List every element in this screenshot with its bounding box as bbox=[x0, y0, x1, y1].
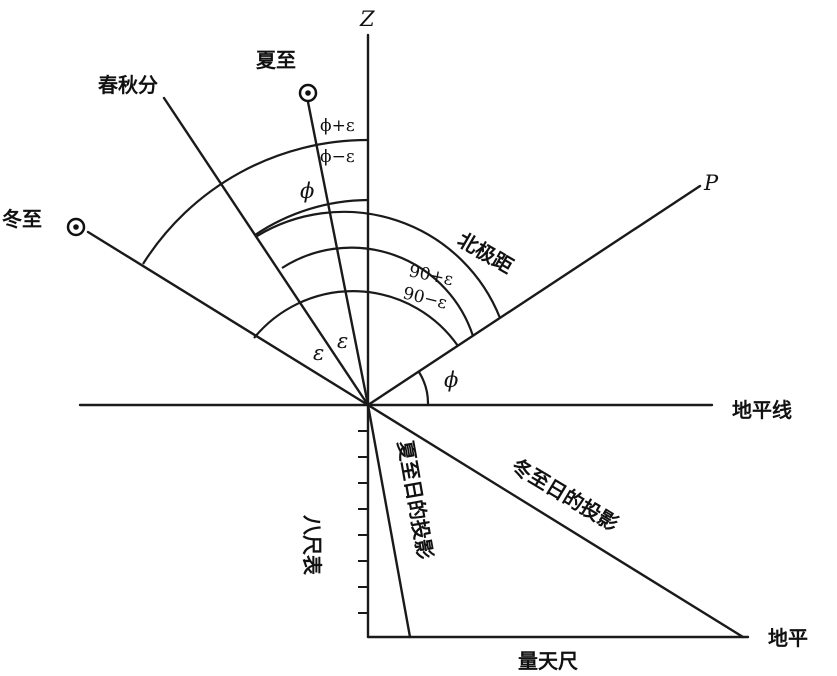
arc-phi bbox=[254, 198, 369, 236]
arc-phi-plus-eps bbox=[142, 138, 369, 265]
arc-ninety-plus-eps bbox=[281, 246, 475, 337]
sun-icon-winter bbox=[66, 217, 86, 237]
zenith-label: Z bbox=[359, 7, 375, 31]
angle-eps-left: ε bbox=[313, 341, 324, 365]
polar-axis-line bbox=[366, 184, 702, 407]
angle-phi-plus-eps: ϕ+ε bbox=[320, 116, 355, 136]
sun-icon-summer bbox=[298, 83, 318, 103]
arc-phi-lower bbox=[418, 371, 430, 406]
summer-solstice-label: 夏至 bbox=[256, 48, 296, 72]
equinox-label: 春秋分 bbox=[97, 73, 158, 97]
summer-shadow-ray bbox=[366, 403, 412, 639]
angle-phi-minus-eps: ϕ−ε bbox=[320, 147, 355, 167]
winter-solstice-label: 冬至 bbox=[2, 207, 42, 231]
arc-ninety-minus-eps bbox=[253, 290, 459, 347]
summer-solstice-ray bbox=[306, 100, 370, 407]
pole-label: P bbox=[703, 171, 719, 195]
horizon-line-label: 地平线 bbox=[732, 398, 792, 422]
angle-phi-upper: ϕ bbox=[300, 179, 314, 203]
equinox-ray bbox=[162, 96, 370, 407]
angle-phi-lower: ϕ bbox=[444, 368, 458, 392]
winter-shadow-ray bbox=[366, 403, 745, 639]
ground-label: 地平 bbox=[768, 626, 808, 650]
gnomon-scale-ticks bbox=[358, 430, 368, 614]
winter-shadow-label: 冬至日的投影 bbox=[507, 454, 622, 536]
gnomon-label: 八尺表 bbox=[300, 515, 324, 576]
summer-shadow-label: 夏至日的投影 bbox=[393, 439, 437, 561]
angle-eps-right: ε bbox=[337, 329, 348, 353]
scale-label: 量天尺 bbox=[518, 649, 578, 673]
winter-solstice-ray bbox=[86, 230, 370, 407]
north-polar-distance-label: 北极距 bbox=[454, 228, 518, 279]
arc-north-polar-distance bbox=[256, 210, 502, 319]
